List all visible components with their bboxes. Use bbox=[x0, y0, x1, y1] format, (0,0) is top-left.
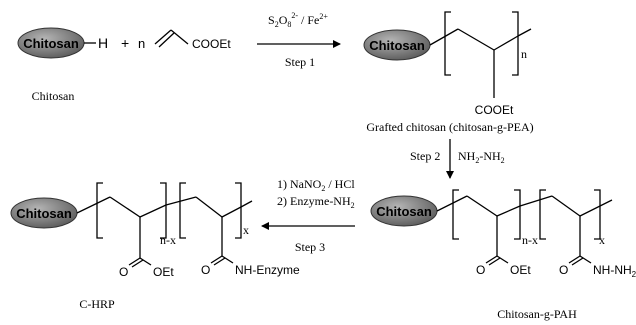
open-bracket bbox=[452, 189, 459, 240]
ester-carbonyl-o: O bbox=[119, 265, 128, 279]
chitosan-ellipse-label: Chitosan bbox=[376, 204, 432, 219]
step1-arrow-group: S2O82- / Fe2+ Step 1 bbox=[257, 11, 341, 69]
ethyl-acrylate: COOEt bbox=[154, 29, 231, 51]
repeat-nx: n-x bbox=[160, 233, 176, 247]
step2-reagent: NH2-NH2 bbox=[458, 149, 505, 165]
plus-sign: + bbox=[121, 35, 129, 51]
step2-label: Step 2 bbox=[410, 149, 440, 163]
step3-label: Step 3 bbox=[295, 240, 325, 254]
close-bracket bbox=[160, 182, 167, 239]
chitosan-ellipse-label: Chitosan bbox=[369, 38, 425, 53]
hydrazide-group: NH-NH2 bbox=[593, 263, 636, 279]
close-bracket bbox=[594, 189, 601, 240]
ester-oet: OEt bbox=[153, 265, 174, 279]
c-hrp-name: C-HRP bbox=[79, 297, 115, 311]
step2-arrow-group: Step 2 NH2-NH2 bbox=[410, 139, 505, 179]
step1-reagent: S2O82- / Fe2+ bbox=[268, 11, 328, 29]
repeat-x: x bbox=[599, 233, 605, 247]
amide-carbonyl-o: O bbox=[201, 263, 210, 277]
amide-carbonyl-o: O bbox=[559, 263, 568, 277]
hydrogen-label: H bbox=[98, 35, 108, 51]
open-bracket bbox=[444, 11, 451, 76]
grafted-chitosan-name: Grafted chitosan (chitosan-g-PEA) bbox=[366, 120, 533, 134]
close-bracket bbox=[514, 189, 521, 240]
chitosan-reactant: Chitosan H + n bbox=[17, 27, 145, 59]
step3-reagent2: 2) Enzyme-NH2 bbox=[277, 194, 355, 210]
monomer-count: n bbox=[138, 36, 145, 51]
step1-label: Step 1 bbox=[285, 55, 315, 69]
repeat-x: x bbox=[243, 223, 249, 237]
ester-label: COOEt bbox=[192, 37, 231, 51]
close-bracket bbox=[512, 11, 519, 76]
chitosan-g-pah-name: Chitosan-g-PAH bbox=[497, 307, 577, 321]
step3-reagent1: 1) NaNO2 / HCl bbox=[277, 177, 355, 193]
chitosan-g-pah: Chitosan n-x x O OEt O NH-NH2 bbox=[370, 189, 636, 279]
open-bracket bbox=[96, 182, 103, 239]
ester-label: COOEt bbox=[475, 103, 514, 117]
enzyme-amide-group: NH-Enzyme bbox=[235, 263, 300, 277]
ester-carbonyl-o: O bbox=[476, 263, 485, 277]
chitosan-ellipse-label: Chitosan bbox=[16, 206, 72, 221]
c-hrp: Chitosan n-x x O OEt O NH-Enzyme bbox=[10, 182, 300, 279]
open-bracket bbox=[179, 182, 186, 239]
ester-oet: OEt bbox=[510, 263, 531, 277]
open-bracket bbox=[539, 189, 546, 240]
grafted-chitosan: Chitosan n COOEt bbox=[363, 11, 532, 117]
chitosan-ellipse-label: Chitosan bbox=[23, 36, 79, 51]
repeat-n: n bbox=[521, 47, 527, 61]
chitosan-name: Chitosan bbox=[32, 89, 75, 103]
close-bracket bbox=[235, 182, 242, 239]
step3-arrow-group: 1) NaNO2 / HCl 2) Enzyme-NH2 Step 3 bbox=[261, 177, 355, 254]
repeat-nx: n-x bbox=[522, 233, 538, 247]
